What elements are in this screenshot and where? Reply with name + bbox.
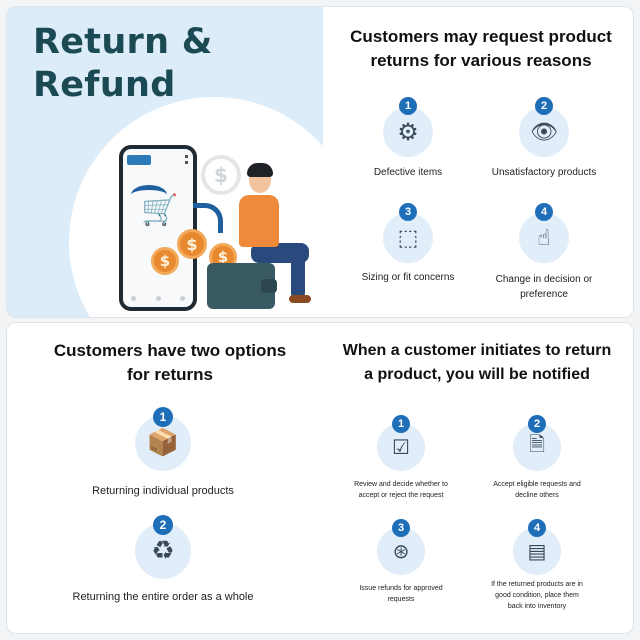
bottom-card: Customers have two options for returns 📦… — [6, 322, 634, 634]
return-arrow-icon — [131, 185, 167, 205]
step-badge: 1 — [399, 97, 417, 115]
step-badge: 2 — [528, 415, 546, 433]
step-badge: 4 — [535, 203, 553, 221]
option-label: Returning individual products — [92, 485, 234, 497]
step-badge: 2 — [153, 515, 173, 535]
reason-label: Change in decision or preference — [495, 274, 593, 300]
hand-tap-icon: ☝ — [519, 213, 569, 263]
page-title: Return & Refund — [33, 21, 213, 107]
coin-icon: $ — [177, 229, 207, 259]
option-label: Returning the entire order as a whole — [72, 591, 254, 603]
gear-warning-icon: ⚙ — [383, 107, 433, 157]
person-body — [239, 195, 279, 247]
reason-label: Unsatisfactory products — [491, 167, 597, 178]
box-measure-icon: ⬚ — [383, 213, 433, 263]
hero-panel: Return & Refund $ 🛒 $ $ $ — [7, 7, 323, 317]
person-leg — [291, 251, 305, 299]
title-line-1: Return & — [33, 22, 213, 62]
step-badge: 1 — [392, 415, 410, 433]
notified-title: When a customer initiates to return a pr… — [342, 342, 612, 383]
reasons-title: Customers may request product returns fo… — [350, 27, 612, 70]
step-badge: 1 — [153, 407, 173, 427]
phone-illustration — [119, 145, 197, 311]
top-card: Return & Refund $ 🛒 $ $ $ Customers may … — [6, 6, 634, 318]
title-line-2: Refund — [33, 65, 176, 105]
step-badge: 3 — [392, 519, 410, 537]
notify-label: Review and decide whether to accept or r… — [354, 481, 448, 499]
step-badge: 3 — [399, 203, 417, 221]
step-badge: 2 — [535, 97, 553, 115]
phone-nav — [131, 296, 185, 301]
options-title: Customers have two options for returns — [53, 341, 287, 384]
refund-arrow-icon — [193, 203, 223, 233]
notify-label: Accept eligible requests and decline oth… — [493, 481, 581, 499]
step-badge: 4 — [528, 519, 546, 537]
coin-icon: $ — [151, 247, 179, 275]
person-hair — [247, 163, 273, 177]
wallet-icon — [207, 263, 277, 309]
eye-refresh-icon: 👁 — [519, 107, 569, 157]
cart-icon: 🛒 — [141, 194, 179, 227]
person-shoe — [289, 295, 311, 303]
notify-label: If the returned products are in good con… — [491, 581, 583, 610]
app-logo-icon — [127, 155, 151, 165]
notify-label: Issue refunds for approved requests — [359, 585, 443, 603]
menu-dots-icon — [185, 155, 188, 164]
reason-label: Defective items — [373, 167, 443, 178]
faded-coin-icon: $ — [201, 155, 241, 195]
reason-label: Sizing or fit concerns — [361, 272, 455, 283]
